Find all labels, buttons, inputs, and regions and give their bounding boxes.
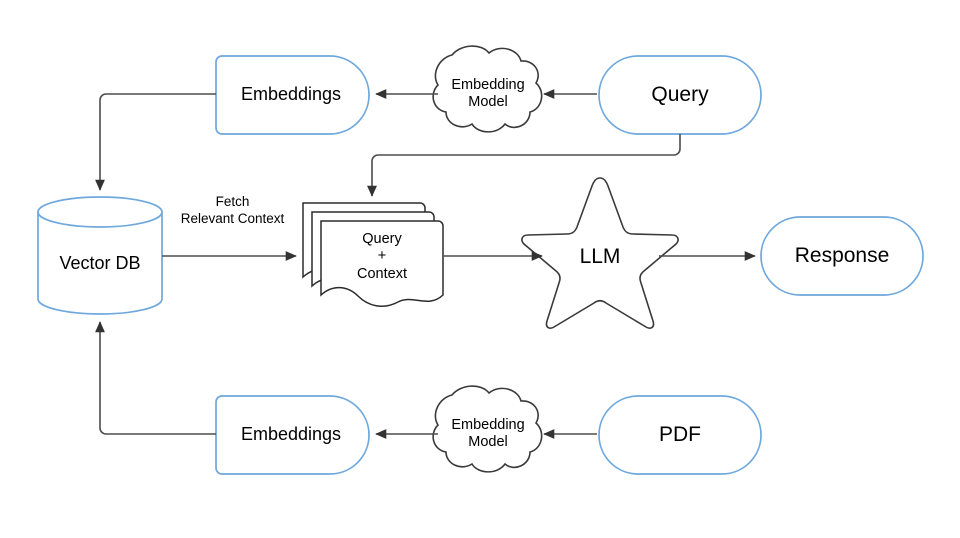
node-embedding-model-bottom-shape[interactable] xyxy=(432,385,543,473)
edge-embeddings-top-to-vector-db[interactable] xyxy=(95,93,216,191)
node-vector-db-shape[interactable] xyxy=(37,196,163,315)
node-embedding-model-top-shape[interactable] xyxy=(432,45,543,133)
node-response-shape[interactable] xyxy=(760,216,924,296)
edge-query-to-query-context[interactable] xyxy=(367,134,681,197)
node-query-shape[interactable] xyxy=(598,55,762,135)
node-pdf-shape[interactable] xyxy=(598,395,762,475)
node-llm-shape[interactable] xyxy=(521,177,679,329)
edge-embeddings-bottom-to-vector-db[interactable] xyxy=(95,321,216,435)
node-query-context-shape[interactable] xyxy=(302,202,444,308)
node-embeddings-top-shape[interactable] xyxy=(215,55,370,135)
node-embeddings-bottom-shape[interactable] xyxy=(215,395,370,475)
